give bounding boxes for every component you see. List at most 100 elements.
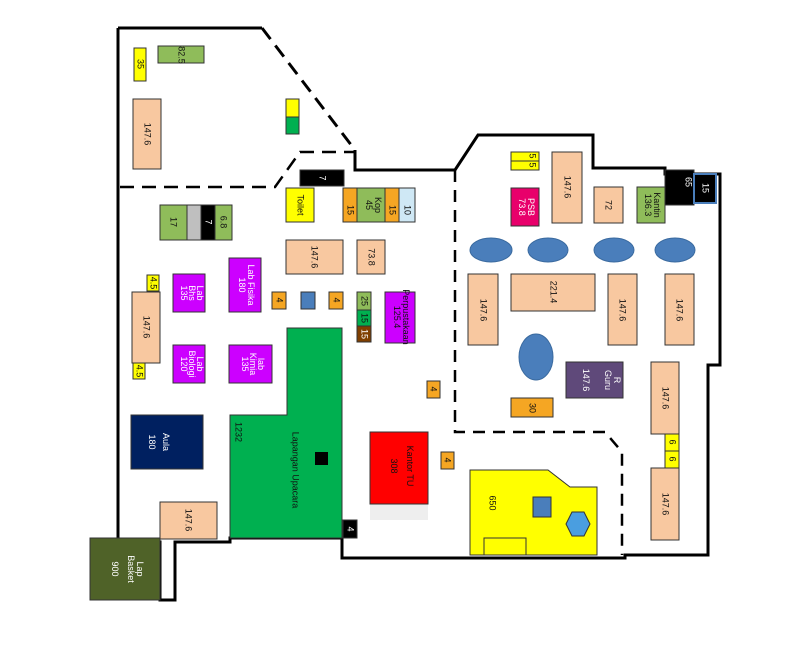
room-147-h[interactable] <box>664 273 695 346</box>
room-147-e[interactable] <box>551 151 583 224</box>
room-147-i-label: 147.6 <box>661 387 671 410</box>
room-147-j[interactable] <box>650 467 680 541</box>
room-5b-label: 5 <box>528 162 538 167</box>
aula-label: Aula180 <box>147 433 171 451</box>
oval-4 <box>654 237 696 263</box>
lab-kimia-label: labKimia135 <box>240 353 266 376</box>
room-72[interactable] <box>593 186 624 224</box>
room-147-h-label: 147.6 <box>675 299 685 322</box>
room-73-8[interactable] <box>356 239 386 275</box>
room-4d[interactable] <box>426 380 441 399</box>
room-82-5[interactable] <box>157 45 205 64</box>
lab-fisika-label: Lab Fisika180 <box>237 264 256 305</box>
oval-2 <box>527 237 569 263</box>
room-25-label: 25 <box>360 296 370 306</box>
room-4d-label: 4 <box>429 386 439 391</box>
room-147-g-label: 147.6 <box>618 299 628 322</box>
room-15d[interactable] <box>356 325 372 343</box>
lapangan-basket[interactable] <box>89 537 161 601</box>
small-yellow-block <box>285 98 300 118</box>
dashed-wall-inner <box>453 170 624 555</box>
toilet-label: Toilet <box>296 194 306 216</box>
room-4-5b-label: 4.5 <box>135 365 145 378</box>
lab-bahasa[interactable] <box>172 273 206 313</box>
aula-area: 180 <box>147 434 157 449</box>
room-147-b[interactable] <box>285 239 344 275</box>
room-4a-label: 4 <box>275 297 285 302</box>
room-7b-label: 7 <box>318 175 328 180</box>
room-4-5a[interactable] <box>146 274 160 292</box>
perpustakaan-label: Perpustakaan125.4 <box>392 289 411 345</box>
room-4e-label: 4 <box>443 457 453 462</box>
room-4c-label: 4 <box>346 526 356 531</box>
perpustakaan-l1: Perpustakaan <box>401 289 411 345</box>
psb-label: PSB73.8 <box>517 198 536 216</box>
room-6-8[interactable] <box>214 204 233 241</box>
room-65[interactable] <box>664 169 695 206</box>
kantor-tu-name: Kantor TU <box>405 446 415 487</box>
room-147-d[interactable] <box>159 501 218 540</box>
lab-kimia[interactable] <box>228 344 273 384</box>
lab-biologi-label: LabBiologi120 <box>179 350 205 377</box>
toilet[interactable] <box>285 187 315 223</box>
room-147-g[interactable] <box>607 273 638 346</box>
ruang-guru-l1: R <box>612 377 622 384</box>
perpustakaan-l2: 125.4 <box>392 306 402 329</box>
lab-bahasa-l3: 135 <box>179 285 189 300</box>
room-147-d-label: 147.6 <box>184 509 194 532</box>
room-221-4-label: 221.4 <box>549 281 559 304</box>
room-4e[interactable] <box>440 451 455 470</box>
room-gray <box>186 204 202 241</box>
lab-fisika[interactable] <box>228 257 262 313</box>
ruang-guru-l3: 147.6 <box>581 369 591 392</box>
room-4b[interactable] <box>328 291 344 310</box>
koperasi[interactable] <box>356 187 386 223</box>
outer-wall <box>116 26 722 602</box>
room-4-5b[interactable] <box>132 362 146 380</box>
lab-biologi[interactable] <box>172 344 206 384</box>
lapangan-label: Lapangan Upacara <box>291 432 301 509</box>
aula[interactable] <box>130 414 204 470</box>
room-147-a[interactable] <box>132 98 162 170</box>
room-7a-label: 7 <box>204 219 214 224</box>
room-6b-label: 6 <box>668 456 678 461</box>
lab-kimia-l2: Kimia <box>248 353 258 376</box>
room-73-8-label: 73.8 <box>367 248 377 266</box>
lapangan-1232-label: 1232 <box>234 422 244 442</box>
room-82-5-label: 82.5 <box>177 46 187 64</box>
room-15b-label: 15 <box>388 205 398 215</box>
lapangan-upacara[interactable] <box>229 327 343 539</box>
lab-bahasa-l1: Lab <box>195 285 205 300</box>
room-4a[interactable] <box>271 291 287 310</box>
room-221-4[interactable] <box>510 273 596 312</box>
room-10[interactable] <box>398 187 416 223</box>
room-7b[interactable] <box>299 169 345 187</box>
room-4b-label: 4 <box>332 297 342 302</box>
lapangan-basket-label: LapBasket900 <box>110 555 145 583</box>
room-4c[interactable] <box>342 519 358 539</box>
kantin[interactable] <box>636 186 666 224</box>
room-35-label: 35 <box>136 59 146 69</box>
dashed-wall-top <box>120 150 355 189</box>
kantor-tu[interactable] <box>369 431 429 505</box>
room-30[interactable] <box>510 397 554 418</box>
room-6-8-label: 6.8 <box>219 216 229 229</box>
room-147-i[interactable] <box>650 361 680 435</box>
psb-area: 73.8 <box>517 198 527 216</box>
room-5b[interactable] <box>510 160 540 171</box>
psb[interactable] <box>510 187 540 227</box>
lapangan-basket-l3: 900 <box>110 561 120 576</box>
room-147-c[interactable] <box>131 291 161 364</box>
room-15d-label: 15 <box>360 329 370 339</box>
room-35[interactable] <box>133 47 147 82</box>
ruang-guru-label: RGuru147.6 <box>581 369 622 392</box>
koperasi-name: Kop <box>373 197 383 213</box>
kantin-name: Kantin <box>652 192 662 218</box>
room-147-f[interactable] <box>467 273 499 346</box>
room-15e[interactable] <box>693 173 717 204</box>
lab-kimia-l1: lab <box>256 358 266 370</box>
ruang-guru[interactable] <box>565 361 624 399</box>
perpustakaan[interactable] <box>384 291 416 344</box>
lab-fisika-l2: 180 <box>237 277 247 292</box>
